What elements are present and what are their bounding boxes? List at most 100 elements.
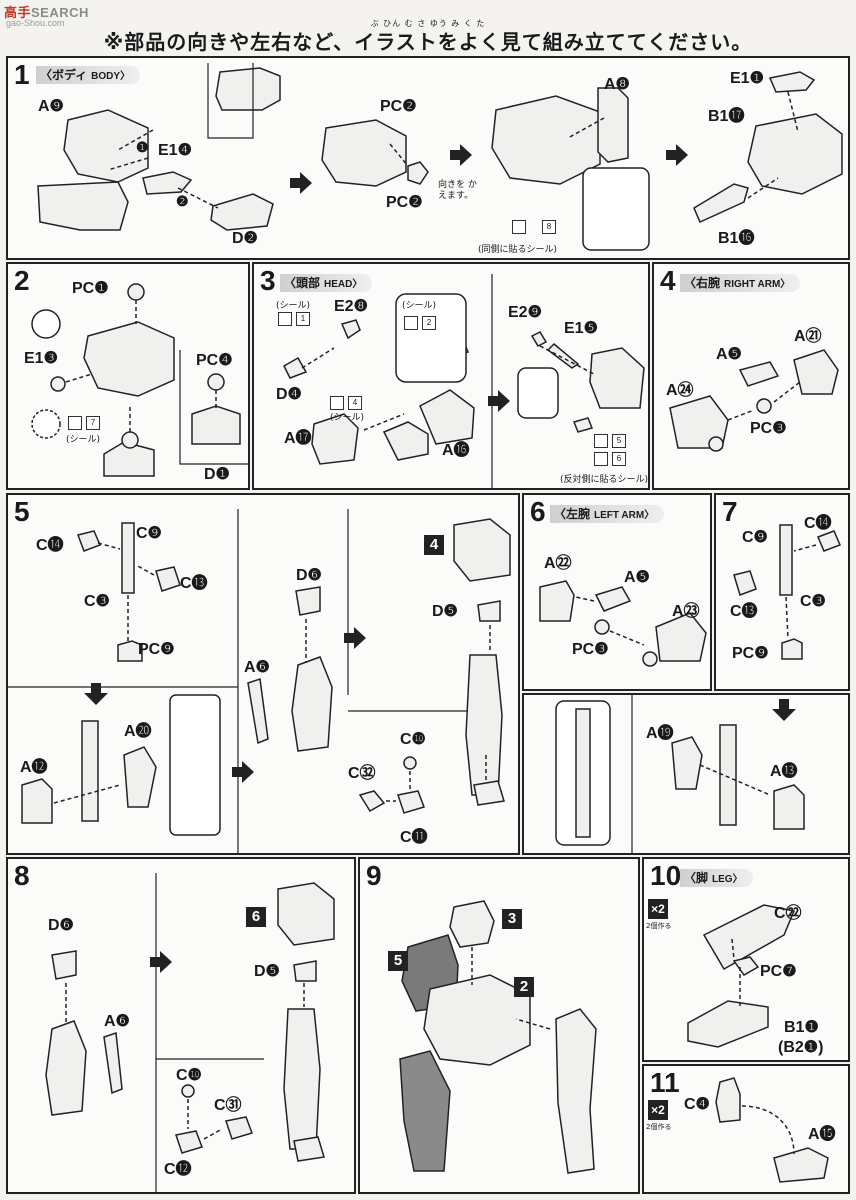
watermark-sub: gao-Shou.com [6,18,65,28]
label-c10: C❿ [176,1067,202,1084]
step-ref-badge: 6 [246,907,266,927]
step-9-panel: 9 3 5 2 [358,857,640,1194]
step-9-illustration [399,900,597,1174]
flow-arrow [666,144,688,166]
label-d5: D❺ [432,603,458,620]
step-4-illustration [669,349,839,452]
step-number: 2 [14,265,30,296]
step-number: 1 [14,59,30,90]
turn-note: 向きを かえます。 [438,180,477,201]
label-c12: C⓬ [164,1161,192,1178]
title-jp: 〈右腕 [684,276,721,290]
flow-arrow-down [772,699,796,721]
flow-arrow [344,627,366,649]
arm-assembly-panel: A⓳ A⓭ [522,693,850,855]
title-jp: 〈脚 [684,871,709,885]
step-number: 7 [722,496,738,527]
step-ref-badge-5: 5 [388,951,408,971]
label-a13: A⓭ [770,763,798,780]
label-a6: A❻ [104,1013,130,1030]
seal-label-3: (シール) [330,413,365,423]
step-6-illustration [539,580,707,667]
part-d2 [210,193,274,231]
step-7-panel: 7 C❾ C⓮ C⓭ C❸ PC❾ [714,493,850,691]
part-a8 [597,87,629,163]
step-number: 8 [14,860,30,891]
label-a6: A❻ [244,659,270,676]
inset-bottom [37,181,129,231]
label-a15: A⓯ [808,1126,836,1143]
label-a20: A⓴ [124,723,152,740]
step-number: 4 [660,265,676,296]
title-en: HEAD〉 [324,279,363,290]
step-ref-badge-2: 2 [514,977,534,997]
page-header: ぶ ひん む さ ゆう み く た ※部品の向きや左右など、イラストをよく見て組… [0,18,856,54]
seal-icon [278,312,292,326]
label-d6: D❻ [48,917,74,934]
step-5-panel: 5 [6,493,520,855]
label-e15: E1❺ [564,320,598,337]
label-c3: C❸ [84,593,110,610]
seal-label: (シール) [66,435,101,445]
flow-arrow [290,172,312,194]
label-a16: A⓰ [442,442,470,459]
label-pc3: PC❸ [750,420,787,437]
step-number: 10 [650,860,682,891]
detail-inset [582,167,650,251]
label-e28: E2❽ [334,298,368,315]
order-1: ❶ [136,139,149,155]
label-a24: A㉔ [666,382,694,399]
label-c14: C⓮ [36,537,64,554]
label-a5: A❺ [716,346,742,363]
part-pc2 [407,161,429,185]
label-a17: A⓱ [284,430,312,447]
part-e11 [768,71,816,93]
label-c4: C❹ [684,1096,710,1113]
title-en: BODY〉 [91,71,131,82]
label-b21: (B2❶) [778,1039,824,1056]
label-b117: B1⓱ [708,108,745,125]
step-7-illustration [733,524,841,660]
label-pc1: PC❶ [72,280,109,297]
label-pc4: PC❹ [196,352,233,369]
seal-note: (同側に貼るシール) [478,245,558,255]
step-number: 5 [14,496,30,527]
title-jp: 〈ボディ [40,68,88,82]
part-body2 [321,119,407,187]
title-jp: 〈左腕 [554,507,591,521]
label-d2: D❷ [232,230,258,247]
seal-7: 7 [86,416,100,430]
seal-8: 8 [542,220,556,234]
label-e11: E1❶ [730,70,764,87]
header-text: ※部品の向きや左右など、イラストをよく見て組み立ててください。 [103,30,753,54]
seal-icon [594,452,608,466]
label-a9: A❾ [38,98,64,115]
seal-6: 6 [612,452,626,466]
order-2: ❷ [176,193,189,209]
seal-label-1: (シール) [276,301,311,311]
label-pc3: PC❸ [572,641,609,658]
step-ref-badge: 4 [424,535,444,555]
label-c32: C㉜ [348,765,376,782]
label-pc9: PC❾ [138,641,175,658]
quantity-note: 2個作る [646,1123,672,1131]
label-a12: A⓬ [20,759,48,776]
quantity-note: 2個作る [646,922,672,930]
seal-label-2: (シール) [402,301,437,311]
step-5-illustration [8,509,511,853]
watermark-text: SEARCH [31,5,89,20]
label-c10: C❿ [400,731,426,748]
label-a8: A❽ [604,76,630,93]
step-ref-badge-3: 3 [502,909,522,929]
label-a22: A㉒ [544,555,572,572]
label-pc7: PC❼ [760,963,797,980]
title-en: RIGHT ARM〉 [724,279,791,290]
